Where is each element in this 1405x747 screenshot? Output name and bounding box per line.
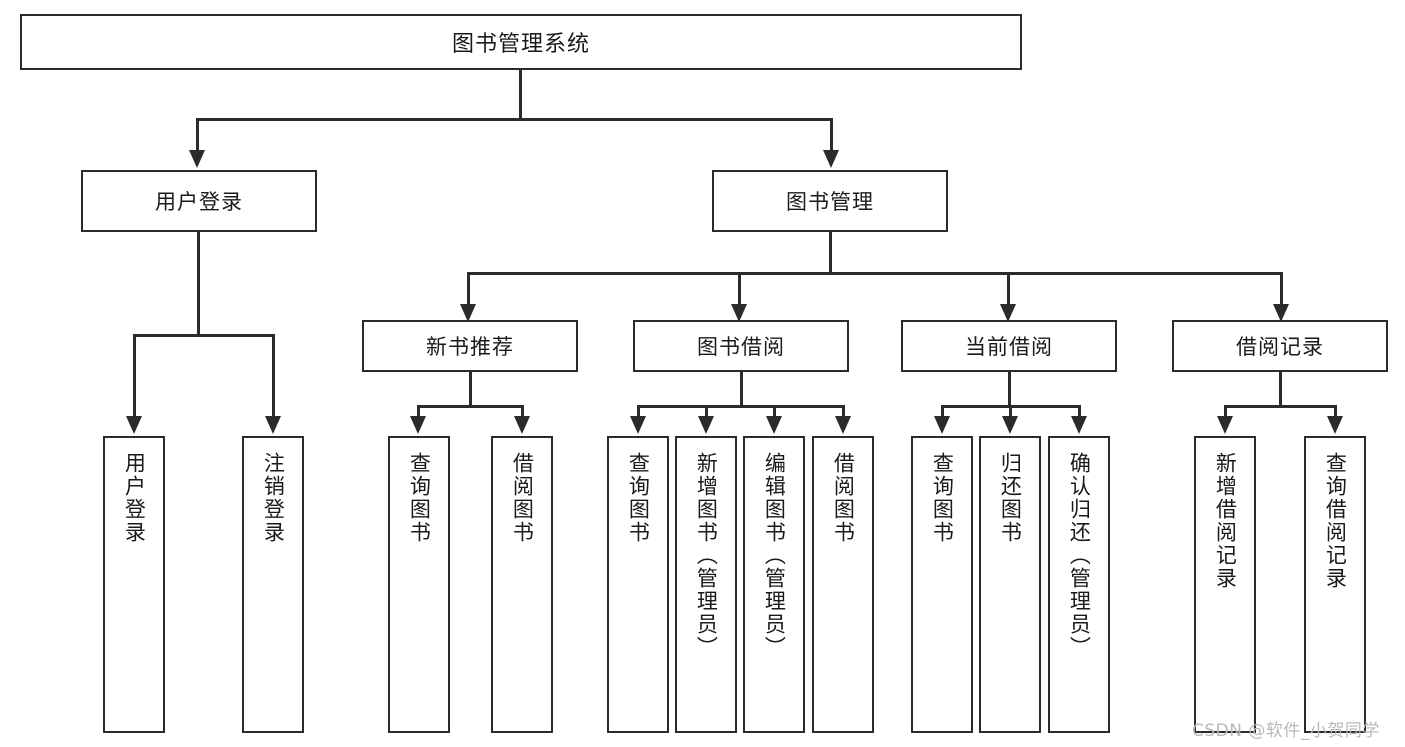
connector-drop-leaf-query-book-3 — [941, 405, 944, 419]
arrowhead-leaf-return-book — [1002, 416, 1018, 434]
connector-book-borrow-bus — [637, 405, 845, 408]
arrowhead-leaf-query-book-1 — [410, 416, 426, 434]
node-leaf-borrow-book-2[interactable]: 借阅图书 — [812, 436, 874, 733]
node-label: 用户登录 — [155, 190, 243, 214]
node-label: 查询图书 — [930, 452, 955, 544]
node-leaf-user-login[interactable]: 用户登录 — [103, 436, 165, 733]
arrowhead-leaf-edit-book — [766, 416, 782, 434]
arrowhead-leaf-borrow-book-1 — [514, 416, 530, 434]
node-book-management[interactable]: 图书管理 — [712, 170, 948, 232]
arrowhead-book-borrow — [731, 304, 747, 322]
connector-current-borrow-stem — [1008, 372, 1011, 408]
connector-drop-leaf-query-record — [1334, 405, 1337, 419]
arrowhead-leaf-query-record — [1327, 416, 1343, 434]
connector-level2-bus — [196, 118, 833, 121]
connector-book-borrow-stem — [740, 372, 743, 408]
connector-drop-current-borrow — [1007, 272, 1010, 306]
arrowhead-leaf-add-record — [1217, 416, 1233, 434]
node-label: 归还图书 — [998, 452, 1023, 544]
arrowhead-leaf-add-book — [698, 416, 714, 434]
csdn-watermark: CSDN @软件_小贺同学 — [1192, 721, 1380, 741]
node-leaf-query-book-3[interactable]: 查询图书 — [911, 436, 973, 733]
node-leaf-edit-book[interactable]: 编辑图书（管理员） — [743, 436, 805, 733]
connector-borrow-record-stem — [1279, 372, 1282, 408]
node-label: 查询借阅记录 — [1323, 452, 1348, 590]
connector-user-login-bus — [133, 334, 275, 337]
connector-new-book-recommend-stem — [469, 372, 472, 408]
connector-drop-leaf-return-book — [1009, 405, 1012, 419]
connector-new-book-recommend-bus — [417, 405, 524, 408]
node-label: 新增图书（管理员） — [694, 452, 719, 659]
arrowhead-new-book-recommend — [460, 304, 476, 322]
node-leaf-logout-login[interactable]: 注销登录 — [242, 436, 304, 733]
connector-drop-leaf-add-book — [705, 405, 708, 419]
arrowhead-current-borrow — [1000, 304, 1016, 322]
node-label: 借阅记录 — [1236, 335, 1324, 359]
node-user-login[interactable]: 用户登录 — [81, 170, 317, 232]
connector-user-login-stem — [197, 232, 200, 337]
connector-root-stem — [519, 70, 522, 120]
node-leaf-borrow-book-1[interactable]: 借阅图书 — [491, 436, 553, 733]
arrowhead-user-login — [189, 150, 205, 168]
arrowhead-leaf-borrow-book-2 — [835, 416, 851, 434]
connector-drop-book-management — [830, 118, 833, 152]
node-label: 新增借阅记录 — [1213, 452, 1238, 590]
node-label: 图书借阅 — [697, 335, 785, 359]
node-current-borrow[interactable]: 当前借阅 — [901, 320, 1117, 372]
connector-drop-leaf-add-record — [1224, 405, 1227, 419]
connector-drop-new-book-recommend — [467, 272, 470, 306]
connector-drop-leaf-edit-book — [773, 405, 776, 419]
node-root-book-management-system[interactable]: 图书管理系统 — [20, 14, 1022, 70]
node-label: 编辑图书（管理员） — [762, 452, 787, 659]
node-label: 新书推荐 — [426, 335, 514, 359]
connector-drop-borrow-record — [1280, 272, 1283, 306]
connector-drop-leaf-query-book-1 — [417, 405, 420, 419]
node-book-borrow[interactable]: 图书借阅 — [633, 320, 849, 372]
node-leaf-confirm-return[interactable]: 确认归还（管理员） — [1048, 436, 1110, 733]
node-new-book-recommend[interactable]: 新书推荐 — [362, 320, 578, 372]
node-borrow-record[interactable]: 借阅记录 — [1172, 320, 1388, 372]
arrowhead-leaf-confirm-return — [1071, 416, 1087, 434]
connector-drop-leaf-query-book-2 — [637, 405, 640, 419]
node-leaf-add-book[interactable]: 新增图书（管理员） — [675, 436, 737, 733]
node-label: 注销登录 — [261, 452, 286, 544]
node-label: 借阅图书 — [831, 452, 856, 544]
arrowhead-leaf-user-login — [126, 416, 142, 434]
connector-drop-user-login — [196, 118, 199, 152]
node-label: 图书管理系统 — [451, 32, 590, 57]
arrowhead-borrow-record — [1273, 304, 1289, 322]
connector-borrow-record-bus — [1224, 405, 1337, 408]
node-leaf-return-book[interactable]: 归还图书 — [979, 436, 1041, 733]
node-leaf-query-record[interactable]: 查询借阅记录 — [1304, 436, 1366, 733]
node-label: 借阅图书 — [510, 452, 535, 544]
connector-drop-leaf-logout-login — [272, 334, 275, 418]
node-label: 用户登录 — [122, 452, 147, 544]
arrowhead-book-management — [823, 150, 839, 168]
node-label: 图书管理 — [786, 190, 874, 214]
connector-drop-leaf-user-login — [133, 334, 136, 418]
arrowhead-leaf-query-book-2 — [630, 416, 646, 434]
connector-drop-book-borrow — [738, 272, 741, 306]
node-leaf-query-book-2[interactable]: 查询图书 — [607, 436, 669, 733]
node-label: 查询图书 — [626, 452, 651, 544]
node-leaf-query-book-1[interactable]: 查询图书 — [388, 436, 450, 733]
arrowhead-leaf-query-book-3 — [934, 416, 950, 434]
node-label: 查询图书 — [407, 452, 432, 544]
node-label: 当前借阅 — [965, 335, 1053, 359]
node-label: 确认归还（管理员） — [1067, 452, 1092, 659]
connector-drop-leaf-borrow-book-2 — [842, 405, 845, 419]
connector-level3-bus — [467, 272, 1283, 275]
node-leaf-add-record[interactable]: 新增借阅记录 — [1194, 436, 1256, 733]
arrowhead-leaf-logout-login — [265, 416, 281, 434]
connector-drop-leaf-borrow-book-1 — [521, 405, 524, 419]
connector-book-management-stem — [829, 232, 832, 274]
connector-drop-leaf-confirm-return — [1078, 405, 1081, 419]
